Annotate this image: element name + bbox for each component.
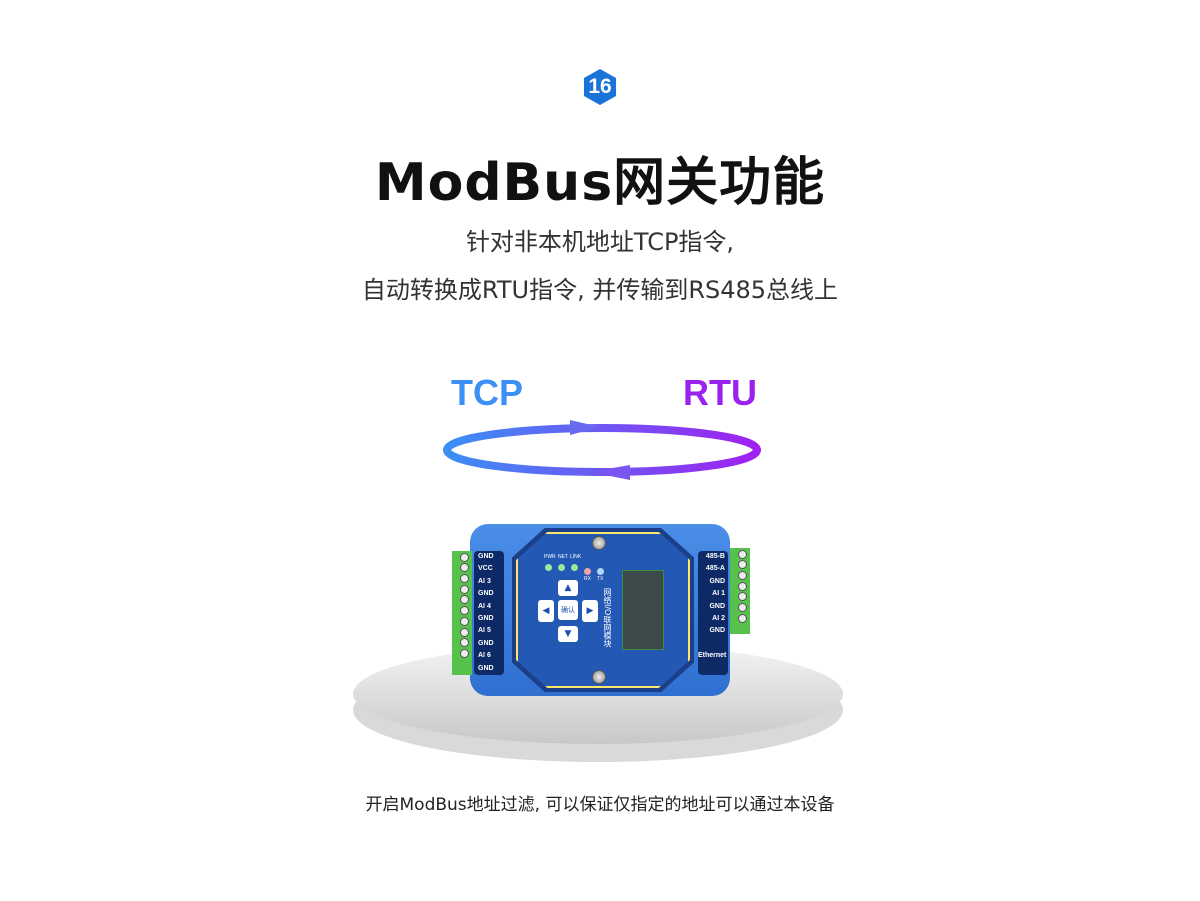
left-terminal-block bbox=[452, 551, 472, 675]
led-label: TX bbox=[597, 576, 604, 582]
led-net bbox=[558, 564, 565, 571]
step-number: 16 bbox=[588, 75, 612, 98]
up-key[interactable]: ▲ bbox=[558, 580, 578, 596]
led-label: NET bbox=[558, 554, 568, 560]
rtu-label: RTU bbox=[683, 372, 757, 413]
led-label: LINK bbox=[570, 554, 582, 560]
device-display bbox=[622, 570, 664, 650]
device-brand-text: 网络I/O联网模块 bbox=[603, 588, 612, 648]
led-label: PWR bbox=[544, 554, 556, 560]
subtitle-line-1: 针对非本机地址TCP指令, bbox=[465, 228, 735, 256]
ok-key[interactable]: 确认 bbox=[558, 600, 578, 620]
tcp-label: TCP bbox=[451, 372, 523, 413]
screw-icon bbox=[592, 536, 606, 550]
subtitle-line-2: 自动转换成RTU指令, 并传输到RS485总线上 bbox=[361, 276, 839, 304]
led-rx bbox=[584, 568, 591, 575]
led-pwr bbox=[545, 564, 552, 571]
caption: 开启ModBus地址过滤, 可以保证仅指定的地址可以通过本设备 bbox=[365, 795, 835, 815]
led-link bbox=[571, 564, 578, 571]
right-terminal-block bbox=[730, 548, 750, 634]
left-key[interactable]: ◀ bbox=[538, 600, 554, 622]
step-number-badge bbox=[584, 69, 616, 105]
screw-icon bbox=[592, 670, 606, 684]
led-tx bbox=[597, 568, 604, 575]
down-key[interactable]: ▼ bbox=[558, 626, 578, 642]
right-key[interactable]: ▶ bbox=[582, 600, 598, 622]
page-title: ModBus网关功能 bbox=[374, 153, 826, 213]
led-label: RX bbox=[584, 576, 591, 582]
conversion-cycle-arrows-icon bbox=[443, 420, 761, 480]
